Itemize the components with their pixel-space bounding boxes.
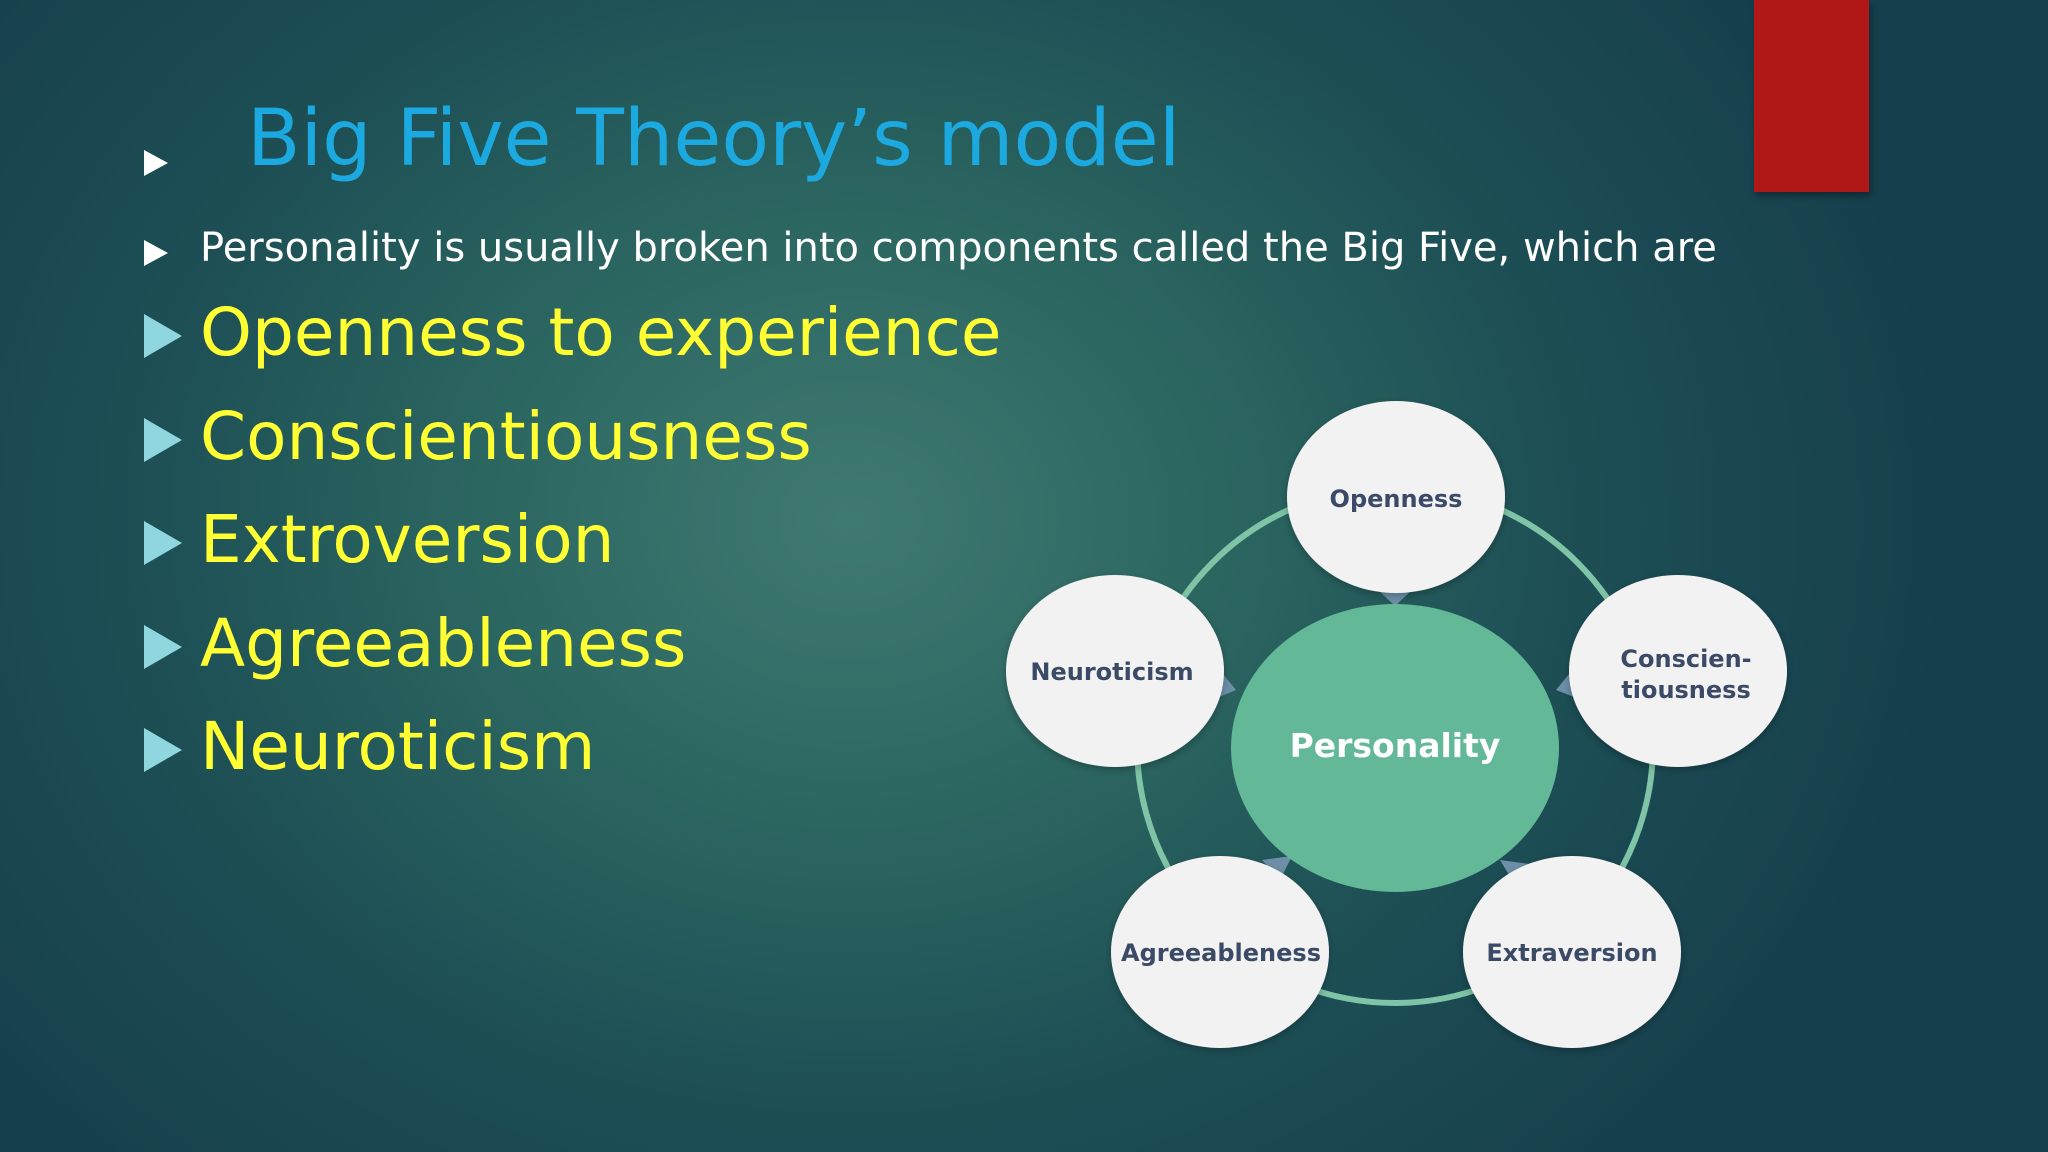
red-accent-bar	[1754, 0, 1869, 192]
personality-center-circle	[1231, 604, 1559, 892]
node-agreeableness	[1111, 856, 1329, 1048]
trait-neuroticism: Neuroticism	[200, 708, 596, 785]
pointer-agreeableness	[1262, 856, 1292, 880]
trait-extroversion: Extroversion	[200, 501, 615, 578]
node-extraversion	[1463, 856, 1681, 1048]
trait-bullet-icon	[144, 728, 182, 772]
node-agreeableness-label: Agreeableness	[1121, 939, 1321, 967]
node-openness-label: Openness	[1330, 485, 1463, 513]
pointer-openness	[1378, 590, 1412, 606]
node-conscientiousness-label-line2: tiousness	[1621, 676, 1751, 704]
node-extraversion-label: Extraversion	[1486, 939, 1657, 967]
intro-text: Personality is usually broken into compo…	[200, 225, 1717, 271]
trait-conscientiousness: Conscientiousness	[200, 398, 812, 475]
intro-bullet-icon	[144, 240, 168, 266]
node-conscientiousness-label-line1: Conscien-	[1620, 645, 1751, 673]
node-openness	[1287, 401, 1505, 593]
trait-bullet-icon	[144, 314, 182, 358]
slide-title: Big Five Theory’s model	[247, 94, 1181, 184]
trait-agreeableness: Agreeableness	[200, 605, 687, 682]
personality-center-label: Personality	[1290, 726, 1501, 765]
node-neuroticism-label: Neuroticism	[1030, 658, 1193, 686]
pointer-extraversion	[1500, 860, 1530, 880]
trait-bullet-icon	[144, 418, 182, 462]
title-bullet-icon	[144, 150, 168, 176]
node-neuroticism	[1006, 575, 1224, 767]
trait-bullet-icon	[144, 625, 182, 669]
node-conscientiousness	[1569, 575, 1787, 767]
trait-openness: Openness to experience	[200, 294, 1002, 371]
trait-bullet-icon	[144, 521, 182, 565]
